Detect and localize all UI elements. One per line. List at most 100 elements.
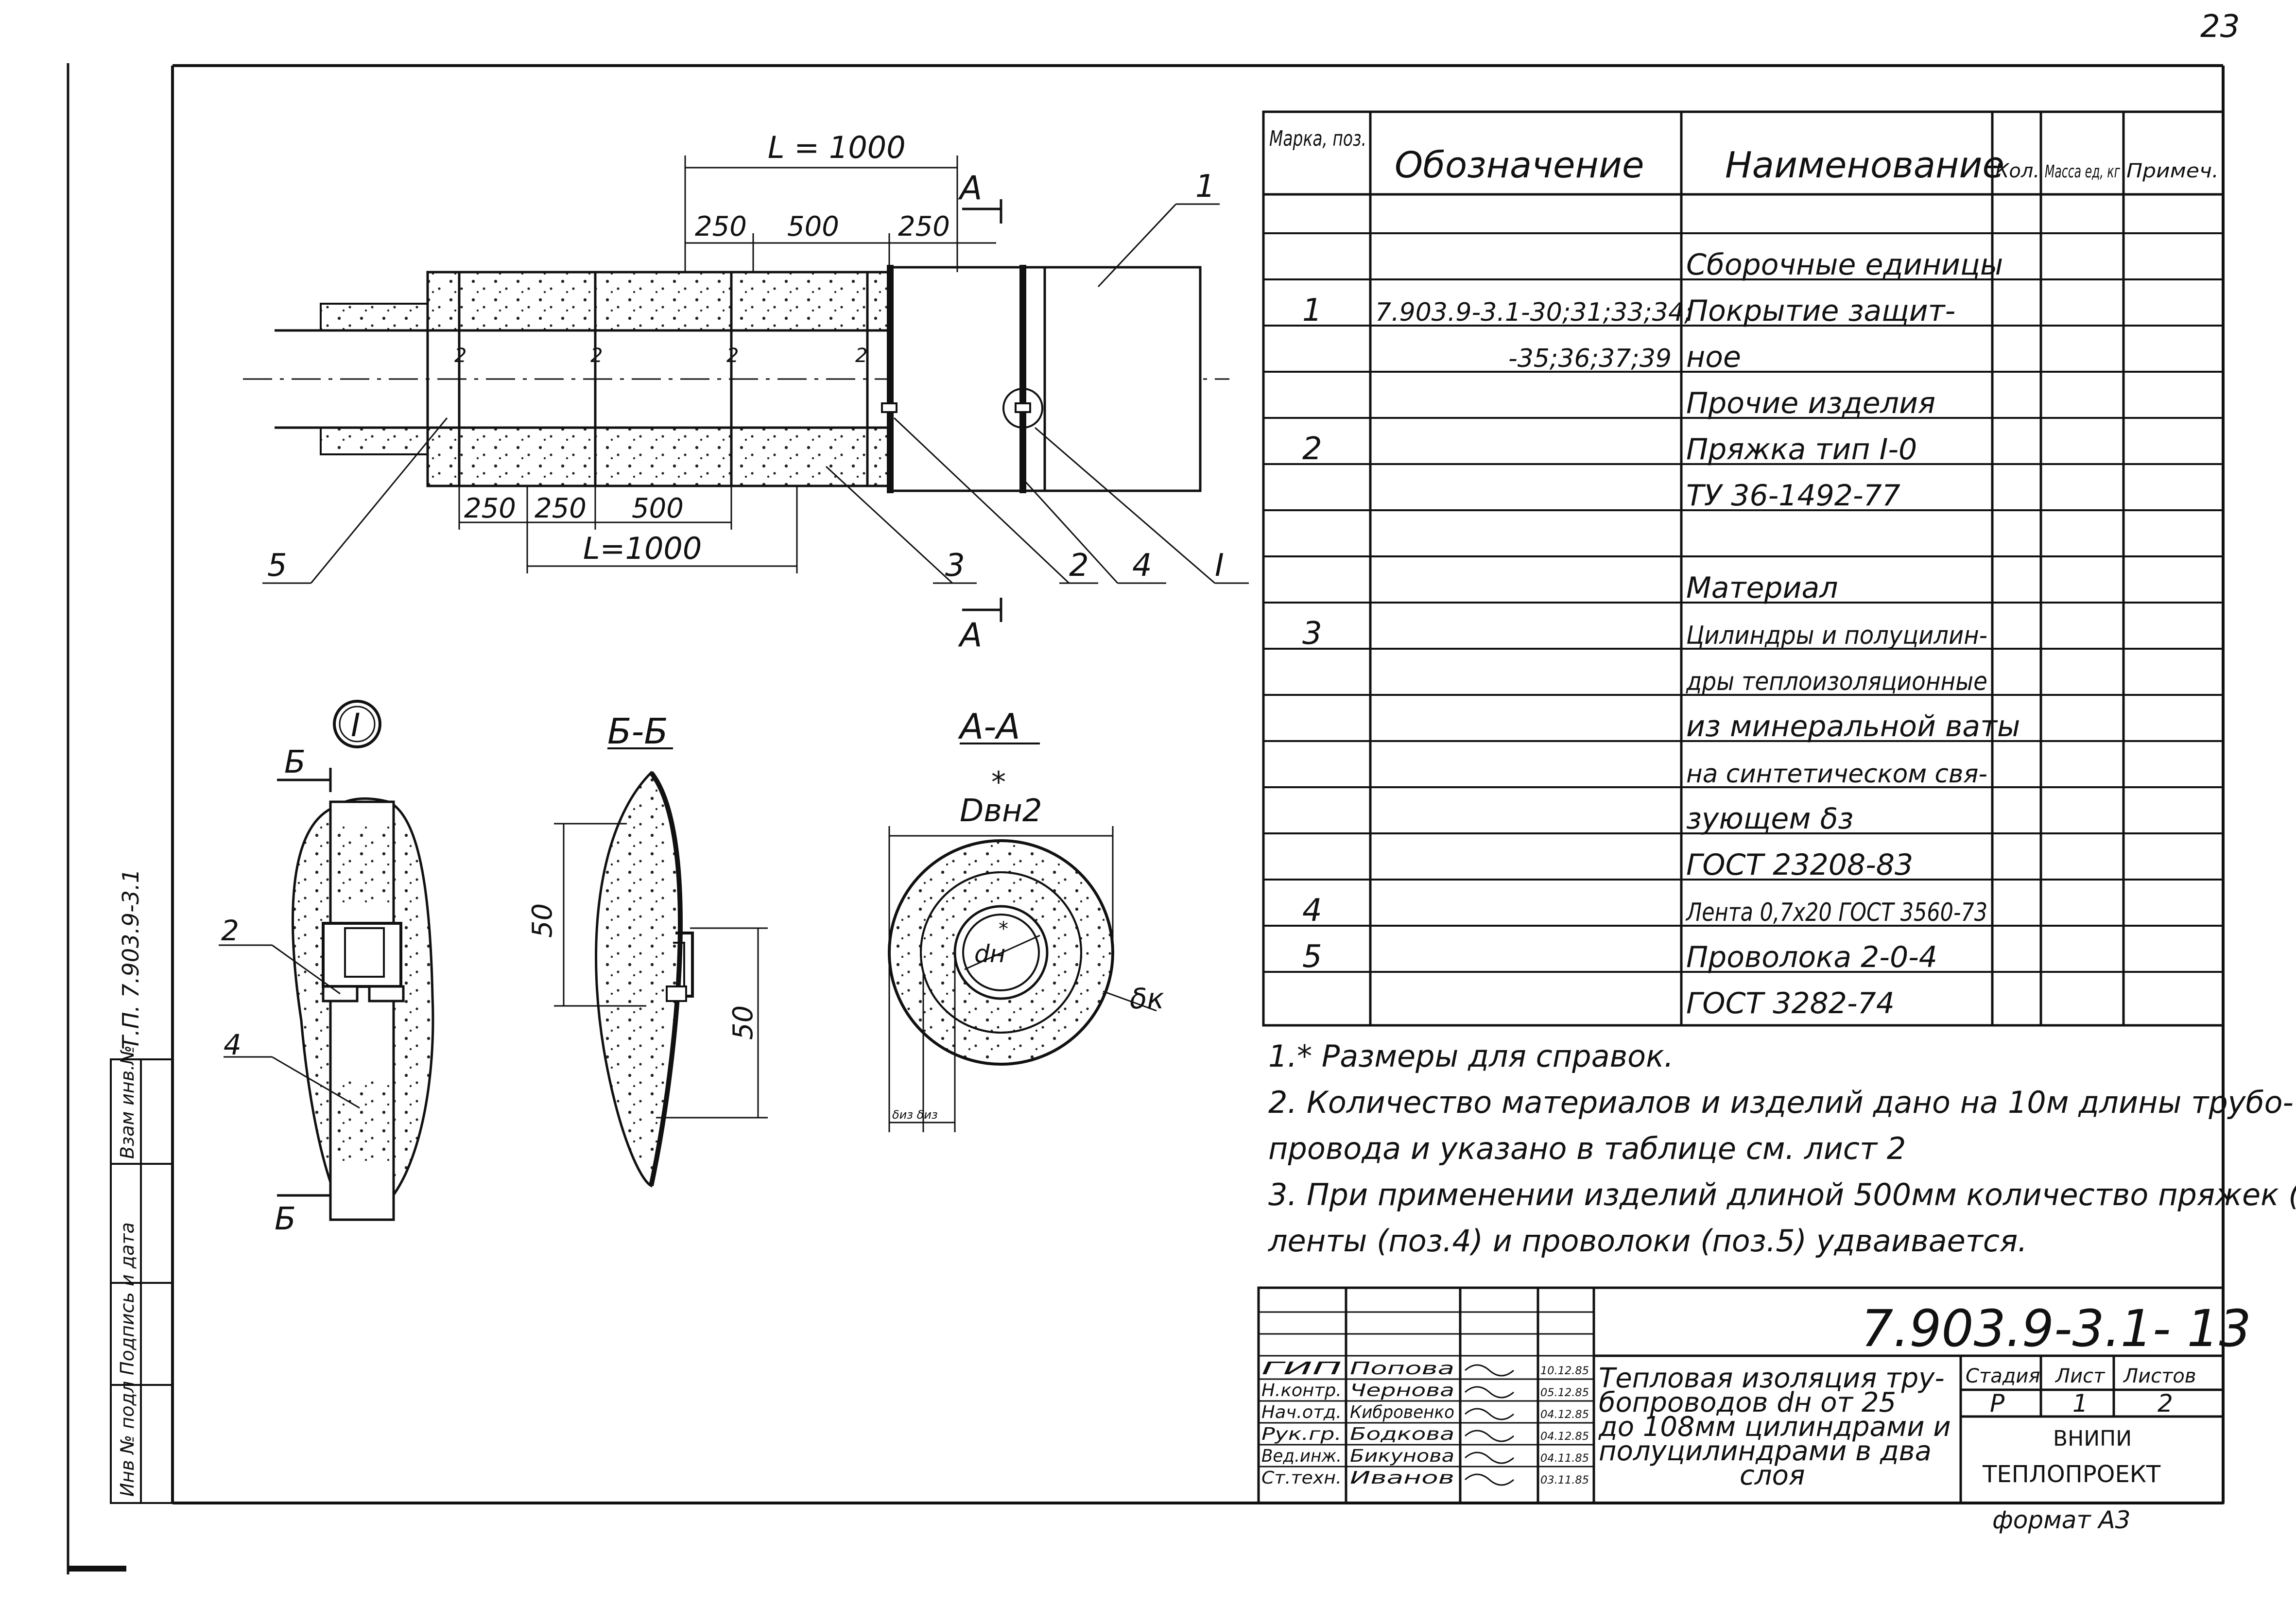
page-number: 23 xyxy=(2200,9,2240,45)
spec-row-naimen: дры теплоизоляционные xyxy=(1686,667,1987,696)
dim-bot-250b: 250 xyxy=(535,493,587,524)
section-AA-dim-inner-star: * xyxy=(999,918,1008,940)
staff-name: Бодкова xyxy=(1350,1424,1454,1444)
staff-role: Нач.отд. xyxy=(1261,1402,1342,1422)
signature xyxy=(1465,1473,1514,1486)
detail-label-4: 4 xyxy=(224,1028,242,1061)
spec-row-naimen: ТУ 36-1492-77 xyxy=(1686,479,1900,513)
spec-row-naimen: Покрытие защит- xyxy=(1686,294,1955,328)
stamp-podpis-data: Подпись и дата xyxy=(117,1222,138,1375)
sheet-value: 1 xyxy=(2072,1389,2088,1417)
doc-title-line: бопроводов dн от 25 xyxy=(1599,1387,1896,1418)
side-stamp: Взам инв.№ Подпись и дата Инв № подл Т.П… xyxy=(110,869,173,1504)
staff-name: Кибровенко xyxy=(1350,1402,1454,1422)
sheet-label: Лист xyxy=(2054,1365,2106,1387)
spec-row-naimen: ГОСТ 23208-83 xyxy=(1686,848,1913,882)
spec-row-oboznach: -35;36;37;39 xyxy=(1508,344,1672,373)
staff-date: 05.12.85 xyxy=(1540,1387,1589,1399)
doc-code: 7.903.9-3.1- 13 xyxy=(1861,1299,2251,1358)
spec-header-massa: Масса ед, кг xyxy=(2045,162,2121,182)
signature xyxy=(1465,1386,1514,1399)
signature xyxy=(1465,1364,1514,1377)
spec-row-naimen: Цилиндры и полуцилин- xyxy=(1686,621,1987,650)
staff-date: 04.12.85 xyxy=(1540,1431,1589,1443)
signature xyxy=(1465,1451,1514,1464)
clasp-mark-4: 2 xyxy=(855,345,867,367)
staff-date: 03.11.85 xyxy=(1540,1474,1589,1486)
spec-row-naimen: зующем δз xyxy=(1686,802,1853,836)
spec-row-naimen: Лента 0,7х20 ГОСТ 3560-73 xyxy=(1685,898,1987,927)
staff-role: Вед.инж. xyxy=(1261,1446,1342,1466)
section-A-bottom: А xyxy=(958,616,983,655)
stamp-inv-podl: Инв № подл xyxy=(117,1381,138,1497)
note-line: 1.* Размеры для справок. xyxy=(1268,1038,1674,1074)
section-BB-dim-50b: 50 xyxy=(727,1005,759,1040)
org-line-2: ТЕПЛОПРОЕКТ xyxy=(1982,1461,2161,1488)
spec-row-marka: 3 xyxy=(1302,616,1322,652)
callout-1: 1 xyxy=(1195,169,1215,205)
dim-top-250a: 250 xyxy=(695,211,747,242)
callout-leaders xyxy=(262,203,1249,584)
dim-L-bot: L=1000 xyxy=(583,531,702,566)
doc-title-line: до 108мм цилиндрами и xyxy=(1598,1411,1951,1443)
detail-B-top: Б xyxy=(284,744,306,780)
staff-role: ГИП xyxy=(1261,1359,1342,1379)
spec-row-marka: 4 xyxy=(1302,893,1322,929)
note-line: 2. Количество материалов и изделий дано … xyxy=(1268,1085,2294,1120)
section-A-markers xyxy=(962,199,1002,622)
insulation-upper xyxy=(426,271,891,332)
dim-top-250b: 250 xyxy=(898,211,950,242)
spec-row-naimen: из минеральной ваты xyxy=(1686,709,2020,743)
section-AA-dim-cover: δк xyxy=(1130,982,1164,1015)
doc-title-line: Тепловая изоляция тру- xyxy=(1599,1363,1945,1394)
spec-row-naimen: ГОСТ 3282-74 xyxy=(1686,986,1895,1020)
staff-role: Ст.техн. xyxy=(1261,1468,1342,1488)
insulation-lower xyxy=(426,426,891,487)
section-AA-dim-layers: δиз δиз xyxy=(892,1108,938,1122)
main-view: 2 2 2 2 L = 1000 250 500 250 250 2 xyxy=(243,130,1249,655)
staff-date: 10.12.85 xyxy=(1540,1365,1589,1377)
doc-title-line: слоя xyxy=(1740,1460,1805,1491)
spec-header-oboznach: Обозначение xyxy=(1395,144,1644,186)
section-AA-dim-inner: dн xyxy=(974,940,1005,968)
stage-label: Стадия xyxy=(1966,1365,2040,1387)
staff-date: 04.12.85 xyxy=(1540,1409,1589,1421)
dimensions-top xyxy=(684,156,996,272)
callout-3: 3 xyxy=(945,548,965,584)
callout-5: 5 xyxy=(267,548,287,584)
staff-role: Рук.гр. xyxy=(1261,1424,1342,1444)
spec-table: Марка, поз. Обозначение Наименование Кол… xyxy=(1262,110,2225,1027)
note-line: ленты (поз.4) и проволоки (поз.5) удваив… xyxy=(1268,1223,2027,1259)
spec-row-marka: 2 xyxy=(1302,431,1322,467)
doc-title-line: полуцилиндрами в два xyxy=(1599,1435,1932,1467)
note-line: провода и указано в таблице см. лист 2 xyxy=(1268,1131,1906,1166)
callout-4: 4 xyxy=(1132,548,1152,584)
spec-row-naimen: Прочие изделия xyxy=(1686,386,1935,420)
clasp-mark-2: 2 xyxy=(590,345,603,367)
spec-row-naimen: Сборочные единицы xyxy=(1686,248,2003,282)
spec-header-kol: Кол. xyxy=(1995,160,2039,182)
callout-2: 2 xyxy=(1069,548,1089,584)
clasp-mark-1: 2 xyxy=(454,345,466,367)
spec-row-naimen: Пряжка тип I-0 xyxy=(1686,432,1917,467)
sheets-value: 2 xyxy=(2158,1389,2173,1417)
detail-label-2: 2 xyxy=(221,914,239,947)
section-AA-title: А-А xyxy=(958,706,1020,747)
section-A-top: А xyxy=(958,169,983,207)
spec-row-naimen: ное xyxy=(1686,340,1741,374)
dim-top-500: 500 xyxy=(787,211,839,242)
dimensions-bottom xyxy=(458,486,798,573)
format-label: формат А3 xyxy=(1992,1506,2130,1534)
section-AA-dim-outer-star: * xyxy=(991,765,1006,799)
dim-L-top: L = 1000 xyxy=(768,130,906,165)
section-AA-dim-outer: Dвн2 xyxy=(960,793,1042,829)
stage-value: Р xyxy=(1990,1389,2005,1417)
dim-bot-500: 500 xyxy=(632,493,684,524)
staff-name: Иванов xyxy=(1350,1468,1454,1488)
spec-header-primech: Примеч. xyxy=(2126,160,2219,182)
callout-I: I xyxy=(1215,548,1224,584)
